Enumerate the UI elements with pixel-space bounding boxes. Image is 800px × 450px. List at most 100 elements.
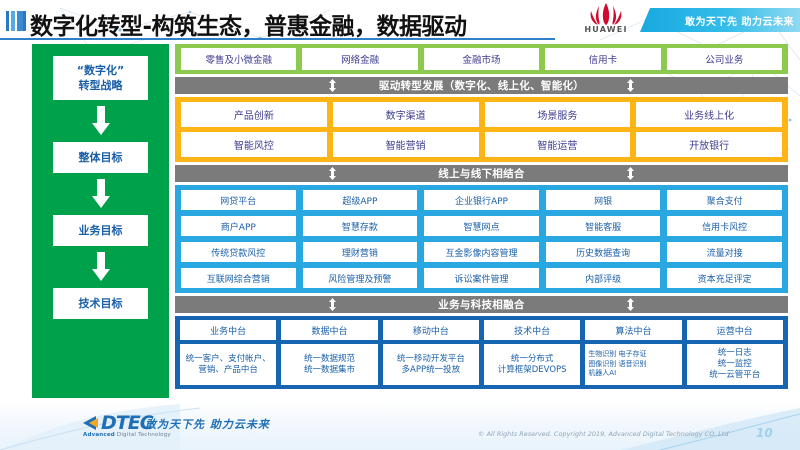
channels-row: 网贷平台 超级APP 企业银行APP 网银 聚合支付 xyxy=(180,189,783,211)
platform-header[interactable]: 业务中台 xyxy=(180,320,277,340)
page-header: 数字化转型-构筑生态，普惠金融，数据驱动 HUAWEI 敢为天下先 助力云未来 xyxy=(0,0,800,40)
dtec-tagline-rest: Digital Technology xyxy=(114,432,171,438)
platform-header[interactable]: 运营中台 xyxy=(686,320,783,340)
down-arrow-icon xyxy=(91,252,110,282)
strategy-sidebar: “数字化”转型战略 整体目标 业务目标 技术目标 xyxy=(32,44,169,398)
transformation-item[interactable]: 智能风控 xyxy=(181,132,327,157)
page-number: 10 xyxy=(756,426,773,440)
channel-item[interactable]: 内部评级 xyxy=(544,267,662,289)
platform-description: 生物识别 电子存证图像识别 语音识别机器人AI xyxy=(585,344,682,385)
platforms-header-row: 业务中台 数据中台 移动中台 技术中台 算法中台 运营中台 xyxy=(180,320,783,340)
down-arrow-icon xyxy=(91,179,110,209)
transformation-row: 智能风控 智能营销 智能运营 开放银行 xyxy=(181,132,782,157)
sidebar-item-label: 整体目标 xyxy=(78,151,123,164)
transformation-item[interactable]: 开放银行 xyxy=(636,132,782,157)
transformation-item[interactable]: 产品创新 xyxy=(181,102,327,127)
transformation-item[interactable]: 智能运营 xyxy=(484,132,631,157)
double-arrow-icon xyxy=(329,167,337,180)
business-line-item[interactable]: 公司业务 xyxy=(666,48,783,70)
fusion-connector-bar: 业务与科技相融合 xyxy=(175,296,788,313)
channel-item[interactable]: 历史数据查询 xyxy=(544,241,662,263)
channel-item[interactable]: 超级APP xyxy=(301,189,419,211)
channel-item[interactable]: 风险管理及预警 xyxy=(301,267,419,289)
business-line-item[interactable]: 金融市场 xyxy=(423,48,540,70)
channel-item[interactable]: 信用卡风控 xyxy=(666,215,783,237)
channels-row: 商户APP 智慧存款 智慧网点 智能客服 信用卡风控 xyxy=(180,215,783,237)
footer-slogan: 敢为天下先 助力云未来 xyxy=(145,418,270,431)
business-lines-row: 零售及小微金融 网络金融 金融市场 信用卡 公司业务 xyxy=(175,44,788,74)
platform-header[interactable]: 技术中台 xyxy=(483,320,581,340)
huawei-logo: HUAWEI xyxy=(576,2,636,38)
down-arrow-icon xyxy=(91,106,110,136)
driver-connector-bar: 驱动转型发展（数字化、线上化、智能化） xyxy=(175,77,788,94)
channel-item[interactable]: 企业银行APP xyxy=(423,189,540,211)
online-offline-connector-bar: 线上与线下相结合 xyxy=(175,165,788,182)
sidebar-item-overall-goal[interactable]: 整体目标 xyxy=(53,142,148,173)
main-diagram: 零售及小微金融 网络金融 金融市场 信用卡 公司业务 驱动转型发展（数字化、线上… xyxy=(175,44,788,389)
platform-header[interactable]: 数据中台 xyxy=(281,320,378,340)
channel-item[interactable]: 流量对接 xyxy=(666,241,783,263)
platform-description: 统一数据规范统一数据集市 xyxy=(281,344,378,385)
platform-header[interactable]: 移动中台 xyxy=(382,320,479,340)
channel-item[interactable]: 智慧网点 xyxy=(423,215,540,237)
transformation-item[interactable]: 数字渠道 xyxy=(332,102,479,127)
sidebar-item-label: “数字化”转型战略 xyxy=(76,64,125,92)
transformation-item[interactable]: 场景服务 xyxy=(484,102,631,127)
dtec-accent-icon xyxy=(89,418,98,428)
double-arrow-icon xyxy=(329,298,337,311)
platform-description: 统一移动开发平台多APP统一投放 xyxy=(382,344,479,385)
channels-block: 网贷平台 超级APP 企业银行APP 网银 聚合支付 商户APP 智慧存款 智慧… xyxy=(175,185,788,293)
business-line-item[interactable]: 网络金融 xyxy=(302,48,418,70)
channel-item[interactable]: 智慧存款 xyxy=(301,215,419,237)
sidebar-item-business-goal[interactable]: 业务目标 xyxy=(53,215,148,246)
title-decoration-icon xyxy=(6,11,26,31)
sidebar-item-strategy[interactable]: “数字化”转型战略 xyxy=(53,56,148,100)
platforms-description-row: 统一客户、支付帐户、营销、产品中台 统一数据规范统一数据集市 统一移动开发平台多… xyxy=(180,344,783,385)
channel-item[interactable]: 诉讼案件管理 xyxy=(423,267,540,289)
page-footer: DTEC Advanced Digital Technology 敢为天下先 助… xyxy=(0,402,800,450)
channel-item[interactable]: 商户APP xyxy=(180,215,297,237)
channel-item[interactable]: 传统贷款风控 xyxy=(180,241,297,263)
ribbon-slogan: 敢为天下先 助力云未来 xyxy=(685,17,794,28)
channel-item[interactable]: 聚合支付 xyxy=(666,189,783,211)
platform-description: 统一分布式计算框架DEVOPS xyxy=(483,344,581,385)
channel-item[interactable]: 理财营销 xyxy=(301,241,419,263)
channel-item[interactable]: 网银 xyxy=(544,189,662,211)
channel-item[interactable]: 互金影像内容管理 xyxy=(423,241,540,263)
channels-row: 传统贷款风控 理财营销 互金影像内容管理 历史数据查询 流量对接 xyxy=(180,241,783,263)
huawei-flower-icon xyxy=(590,3,622,25)
channel-item[interactable]: 智能客服 xyxy=(544,215,662,237)
channel-item[interactable]: 互联网综合营销 xyxy=(180,267,297,289)
huawei-wordmark: HUAWEI xyxy=(584,25,628,34)
dtec-tagline-bold: Advanced xyxy=(83,432,115,438)
sidebar-item-tech-goal[interactable]: 技术目标 xyxy=(53,288,148,319)
business-line-item[interactable]: 信用卡 xyxy=(545,48,661,70)
platforms-block: 业务中台 数据中台 移动中台 技术中台 算法中台 运营中台 统一客户、支付帐户、… xyxy=(175,316,788,389)
sidebar-item-label: 技术目标 xyxy=(78,297,123,310)
page-title: 数字化转型-构筑生态，普惠金融，数据驱动 xyxy=(30,14,467,40)
dtec-tagline: Advanced Digital Technology xyxy=(83,432,171,438)
double-arrow-icon xyxy=(626,298,634,311)
dtec-wordmark: DTEC xyxy=(101,412,154,434)
copyright-text: © All Rights Reserved. Copyright 2019, A… xyxy=(478,430,729,438)
title-underline xyxy=(0,38,555,40)
business-line-item[interactable]: 零售及小微金融 xyxy=(181,48,297,70)
transformation-block: 产品创新 数字渠道 场景服务 业务线上化 智能风控 智能营销 智能运营 开放银行 xyxy=(175,97,788,162)
platform-description: 统一日志统一监控统一云管平台 xyxy=(686,344,783,385)
double-arrow-icon xyxy=(626,79,634,92)
channel-item[interactable]: 资本充足评定 xyxy=(666,267,783,289)
platform-header[interactable]: 算法中台 xyxy=(585,320,682,340)
fusion-bar-label: 业务与科技相融合 xyxy=(438,299,525,311)
online-offline-bar-label: 线上与线下相结合 xyxy=(438,168,525,180)
sidebar-item-label: 业务目标 xyxy=(78,224,123,237)
driver-bar-label: 驱动转型发展（数字化、线上化、智能化） xyxy=(378,80,585,92)
double-arrow-icon xyxy=(626,167,634,180)
transformation-row: 产品创新 数字渠道 场景服务 业务线上化 xyxy=(181,102,782,127)
channel-item[interactable]: 网贷平台 xyxy=(180,189,297,211)
transformation-item[interactable]: 智能营销 xyxy=(332,132,479,157)
platform-description: 统一客户、支付帐户、营销、产品中台 xyxy=(180,344,277,385)
transformation-item[interactable]: 业务线上化 xyxy=(636,102,782,127)
campaign-ribbon: 敢为天下先 助力云未来 xyxy=(640,8,800,32)
double-arrow-icon xyxy=(329,79,337,92)
channels-row: 互联网综合营销 风险管理及预警 诉讼案件管理 内部评级 资本充足评定 xyxy=(180,267,783,289)
